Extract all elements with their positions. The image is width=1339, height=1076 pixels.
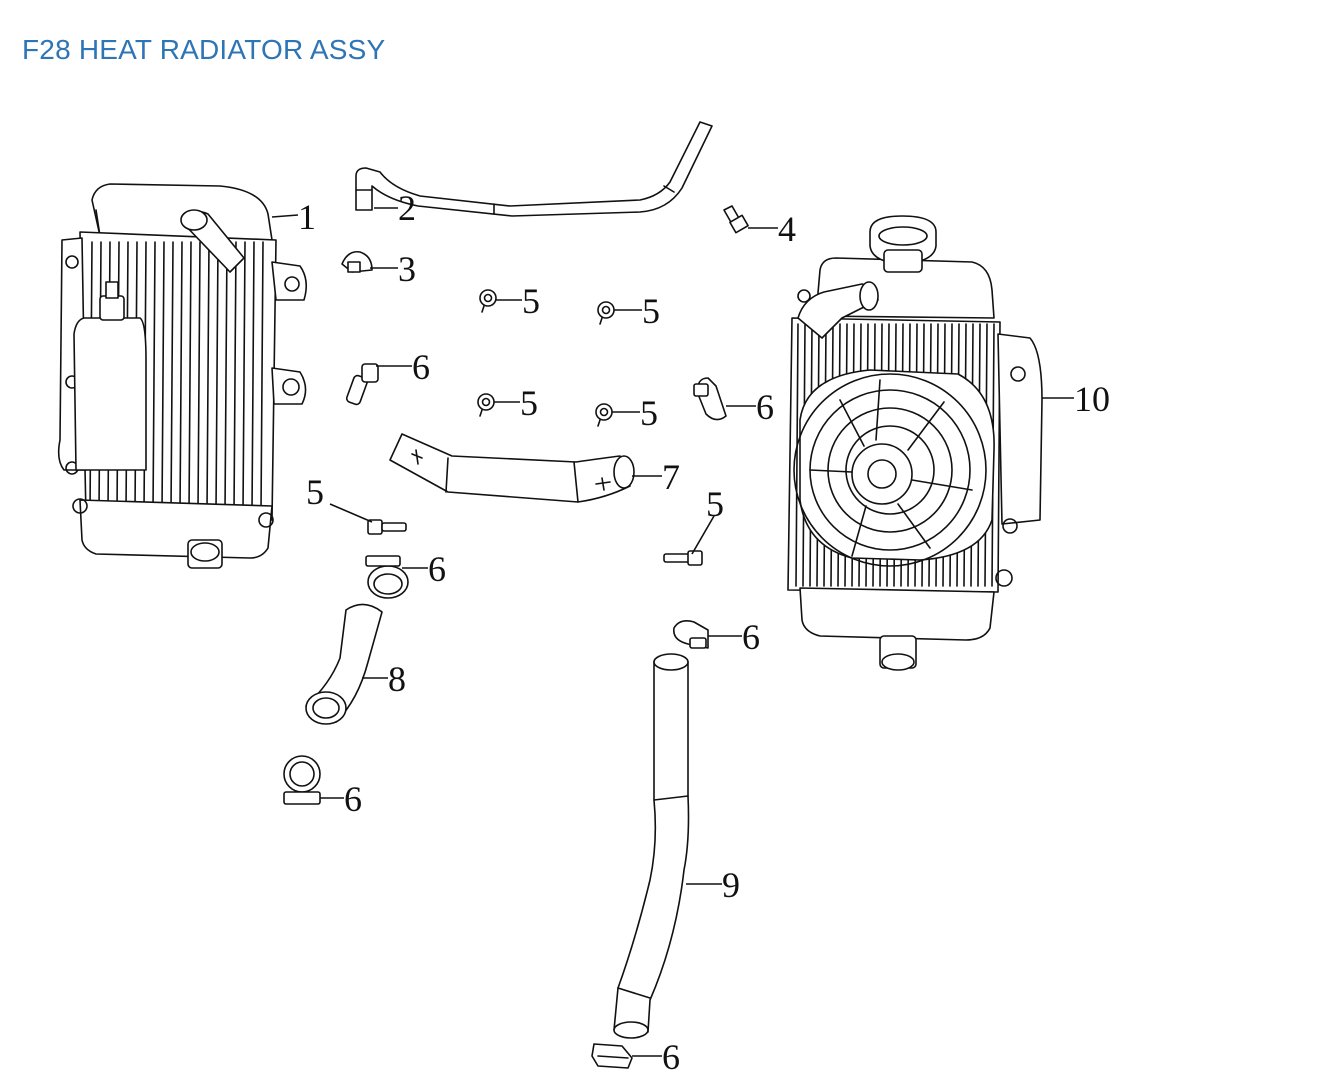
callout-5b: 5 [614, 291, 660, 331]
right-radiator-fan-assy [787, 215, 1043, 671]
callout-4: 4 [748, 209, 796, 249]
hose-clamp-5 [283, 755, 321, 805]
radiator-fin [170, 241, 174, 513]
radiator-fin [242, 241, 246, 513]
callout-1-label: 1 [298, 197, 316, 237]
radiator-fin [161, 241, 165, 513]
callout-6e-label: 6 [344, 779, 362, 819]
callout-6a-label: 6 [412, 347, 430, 387]
callout-5a-label: 5 [522, 281, 540, 321]
bolt-4 [595, 403, 613, 427]
callout-5f-label: 5 [706, 484, 724, 524]
callout-1: 1 [271, 197, 316, 237]
hose-clamp-6 [591, 1043, 633, 1069]
callout-6d: 6 [708, 617, 760, 657]
hose-clamp-4 [672, 620, 709, 649]
page-title: F28 HEAT RADIATOR ASSY [22, 34, 386, 65]
hose-clamp-1 [345, 363, 379, 406]
callout-7-label: 7 [662, 457, 680, 497]
bolt-3 [477, 393, 495, 417]
callout-3: 3 [370, 249, 416, 289]
callout-8-label: 8 [388, 659, 406, 699]
callout-5d: 5 [612, 393, 658, 433]
callout-5a: 5 [496, 281, 540, 321]
callout-2-label: 2 [398, 188, 416, 228]
radiator-fin [795, 323, 799, 587]
radiator-fin [215, 241, 219, 513]
callout-9-label: 9 [722, 865, 740, 905]
radiator-fin [251, 241, 255, 513]
callout-10: 10 [1042, 379, 1110, 419]
bolt-long-right [663, 550, 703, 566]
radiator-fin [233, 241, 237, 513]
callout-6d-label: 6 [742, 617, 760, 657]
callout-6b: 6 [726, 387, 774, 427]
callout-5e: 5 [306, 472, 373, 523]
bolt-2 [597, 301, 615, 325]
callout-6c: 6 [402, 549, 446, 589]
callout-5b-label: 5 [642, 291, 660, 331]
hose-clamp-3 [365, 555, 409, 599]
left-radiator [57, 183, 308, 569]
callout-6b-label: 6 [756, 387, 774, 427]
temperature-sensor [723, 205, 749, 234]
callout-5c: 5 [494, 383, 538, 423]
bolt-1 [479, 289, 497, 313]
lower-radiator-hose [613, 653, 690, 1039]
callout-6c-label: 6 [428, 549, 446, 589]
callout-6f: 6 [632, 1037, 680, 1076]
radiator-fin [188, 241, 192, 513]
callout-6a: 6 [376, 347, 430, 387]
overflow-pipe [355, 121, 713, 217]
callout-3-label: 3 [398, 249, 416, 289]
hose-clip-small [341, 250, 373, 273]
callout-6f-label: 6 [662, 1037, 680, 1076]
callout-5d-label: 5 [640, 393, 658, 433]
lower-left-hose [305, 603, 383, 725]
radiator-fin [197, 241, 201, 513]
callout-5c-label: 5 [520, 383, 538, 423]
bolt-long-left [367, 519, 407, 535]
upper-radiator-hose [389, 433, 635, 503]
radiator-fin [152, 241, 156, 513]
callout-7: 7 [632, 457, 680, 497]
callout-2: 2 [374, 188, 416, 228]
callout-4-label: 4 [778, 209, 796, 249]
radiator-fin [260, 241, 264, 513]
callout-10-label: 10 [1074, 379, 1110, 419]
callout-5f: 5 [691, 484, 724, 555]
hose-clamp-2 [693, 377, 727, 421]
callout-6e: 6 [320, 779, 362, 819]
callout-9: 9 [686, 865, 740, 905]
radiator-fin [179, 241, 183, 513]
radiator-fin [206, 241, 210, 513]
radiator-fin [224, 241, 228, 513]
callout-8: 8 [362, 659, 406, 699]
callout-5e-label: 5 [306, 472, 324, 512]
